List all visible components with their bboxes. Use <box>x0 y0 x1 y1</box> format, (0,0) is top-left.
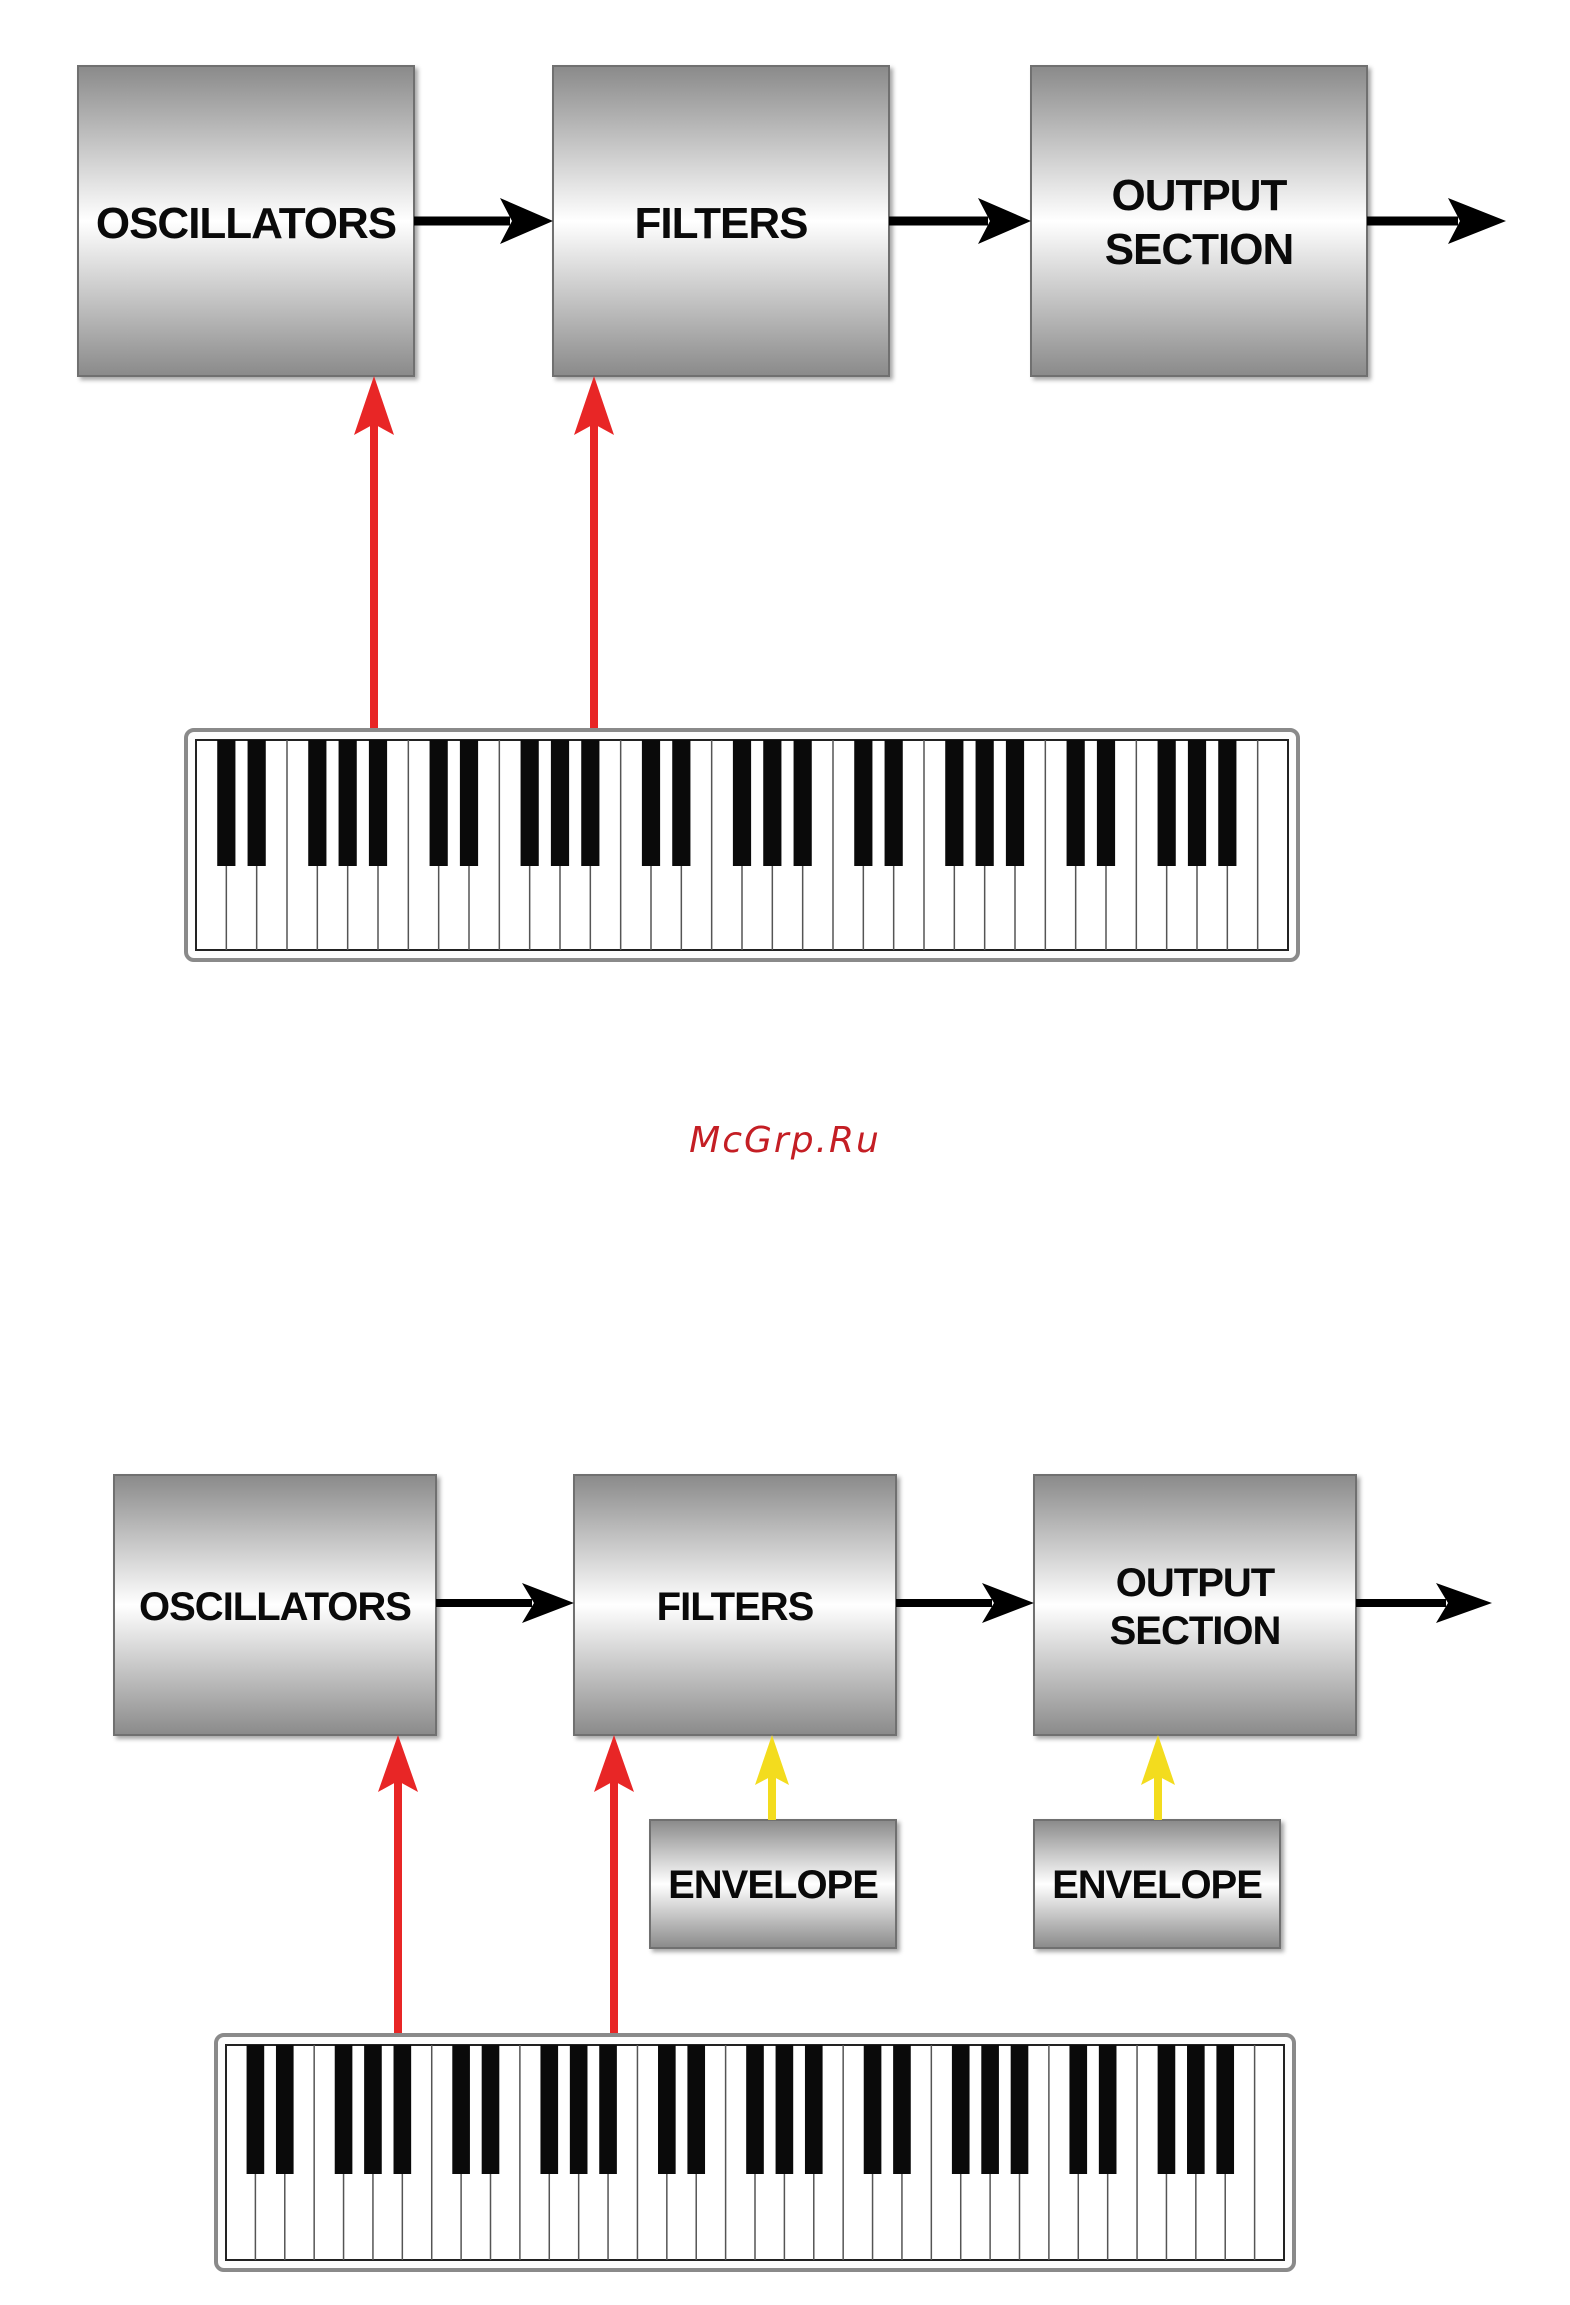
diagram-envelope-signal-flow: OSCILLATORS FILTERS OUTPUT SECTION ENVEL… <box>114 1475 1492 2270</box>
watermark-text: McGrp.Ru <box>689 1120 881 1161</box>
filters-block: FILTERS <box>574 1475 896 1735</box>
output-label-line2: SECTION <box>1105 225 1294 274</box>
filters-label: FILTERS <box>657 1585 814 1629</box>
signal-arrow-output <box>1356 1583 1492 1623</box>
output-section-block: OUTPUT SECTION <box>1034 1475 1356 1735</box>
filters-block: FILTERS <box>553 66 889 376</box>
envelope-arrow-to-output <box>1141 1735 1175 1820</box>
keyboard-arrow-to-oscillators <box>354 376 394 730</box>
envelope-filter-block: ENVELOPE <box>650 1820 896 1948</box>
oscillators-block: OSCILLATORS <box>114 1475 436 1735</box>
keyboard-arrow-to-filters <box>574 376 614 730</box>
oscillators-block: OSCILLATORS <box>78 66 414 376</box>
envelope-arrow-to-filters <box>755 1735 789 1820</box>
signal-arrow-osc-to-filters <box>414 198 553 244</box>
output-label-line1: OUTPUT <box>1112 171 1288 220</box>
keyboard-arrow-to-oscillators <box>378 1735 418 2040</box>
piano-keyboard-icon <box>216 2035 1294 2270</box>
output-section-block: OUTPUT SECTION <box>1031 66 1367 376</box>
keyboard-arrow-to-filters <box>594 1735 634 2040</box>
oscillators-label: OSCILLATORS <box>139 1585 411 1629</box>
diagram-basic-signal-flow: OSCILLATORS FILTERS OUTPUT SECTION <box>78 66 1506 960</box>
envelope-output-label: ENVELOPE <box>1052 1863 1262 1907</box>
signal-arrow-output <box>1367 198 1506 244</box>
output-label-line2: SECTION <box>1110 1609 1281 1653</box>
output-label-line1: OUTPUT <box>1116 1561 1275 1605</box>
envelope-output-block: ENVELOPE <box>1034 1820 1280 1948</box>
filters-label: FILTERS <box>634 199 807 248</box>
envelope-filter-label: ENVELOPE <box>668 1863 878 1907</box>
oscillators-label: OSCILLATORS <box>96 199 396 248</box>
piano-keyboard-icon <box>186 730 1298 960</box>
signal-arrow-osc-to-filters <box>436 1583 574 1623</box>
signal-arrow-filters-to-output <box>889 198 1031 244</box>
signal-arrow-filters-to-output <box>896 1583 1034 1623</box>
